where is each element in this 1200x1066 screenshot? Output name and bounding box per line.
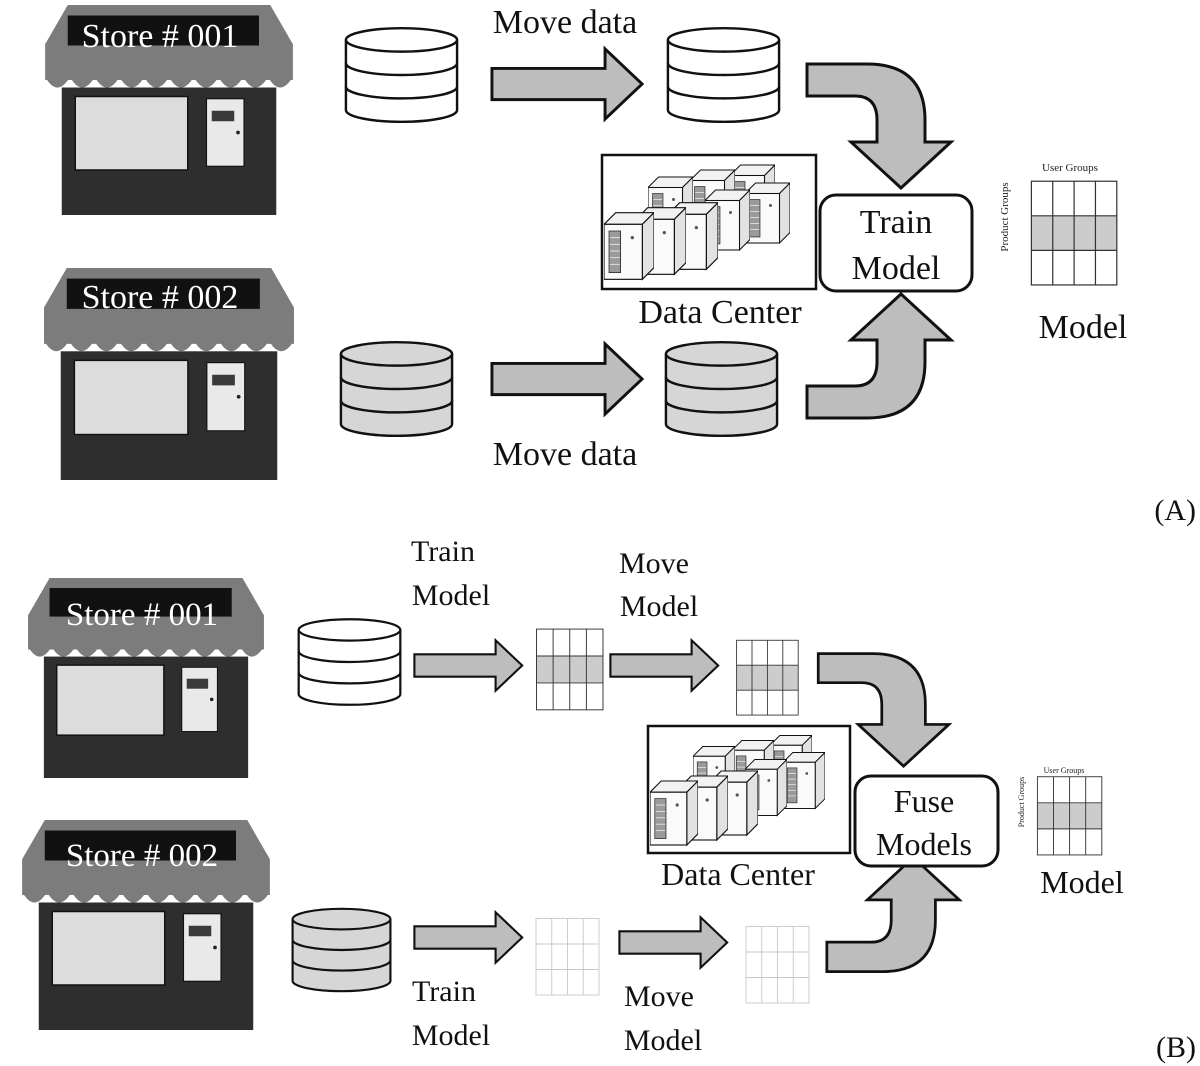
curved-arrow-up-b bbox=[825, 855, 961, 974]
model-grid-moved-top bbox=[736, 639, 799, 716]
store-001-database-icon-b bbox=[297, 618, 402, 706]
train-model-label-bottom-1: Train bbox=[412, 975, 476, 1008]
train-model-box bbox=[818, 193, 974, 293]
move-model-label-top-2: Model bbox=[620, 590, 698, 623]
model-grid-store-001 bbox=[535, 628, 604, 711]
grid-y-label-b: Product Groups bbox=[1017, 777, 1026, 827]
move-model-label-bottom-1: Move bbox=[624, 980, 694, 1013]
store-001-database-icon bbox=[344, 26, 459, 124]
model-label-a: Model bbox=[1039, 309, 1128, 346]
train-model-arrow-top bbox=[413, 638, 524, 693]
store-001-sign-b: Store # 001 bbox=[66, 597, 218, 633]
move-model-label-bottom-2: Model bbox=[624, 1024, 702, 1057]
move-data-label-top: Move data bbox=[493, 4, 637, 41]
store-002-database-icon-b bbox=[291, 907, 392, 993]
grid-x-label-b: User Groups bbox=[1044, 766, 1085, 775]
model-grid-moved-bottom bbox=[745, 925, 810, 1004]
model-grid-store-002 bbox=[535, 917, 600, 996]
fuse-models-box bbox=[853, 774, 1000, 868]
move-model-arrow-top bbox=[609, 638, 720, 693]
grid-y-label-a: Product Groups bbox=[999, 182, 1011, 251]
model-label-b: Model bbox=[1040, 864, 1124, 900]
move-data-label-bottom: Move data bbox=[493, 436, 637, 473]
data-center-label-a: Data Center bbox=[638, 294, 802, 331]
data-center-servers bbox=[600, 153, 818, 291]
move-data-arrow-bottom bbox=[490, 342, 644, 416]
data-center-servers-b bbox=[646, 724, 852, 855]
panel-b: Store # 001 Store # 002 Train Model Move… bbox=[21, 535, 1196, 1064]
panel-b-label: (B) bbox=[1156, 1031, 1196, 1064]
train-model-label-bottom-2: Model bbox=[412, 1019, 490, 1052]
store-002-sign: Store # 002 bbox=[82, 279, 239, 316]
data-center-database-icon bbox=[666, 26, 781, 124]
curved-arrow-up-a bbox=[805, 292, 953, 420]
store-002-sign-b: Store # 002 bbox=[66, 838, 218, 874]
move-data-arrow-top bbox=[490, 47, 644, 121]
grid-x-label-a: User Groups bbox=[1042, 162, 1098, 174]
move-model-arrow-bottom bbox=[618, 915, 729, 970]
data-center-database-icon-2 bbox=[664, 340, 779, 438]
train-model-line2: Model bbox=[852, 250, 941, 287]
curved-arrow-down-a bbox=[805, 62, 953, 190]
store-001-sign: Store # 001 bbox=[82, 18, 239, 55]
train-model-line1: Train bbox=[860, 204, 932, 241]
panel-a: Store # 001 Store # 002 Move data Move d… bbox=[43, 4, 1196, 527]
model-grid-a bbox=[1030, 180, 1118, 286]
data-center-label-b: Data Center bbox=[661, 856, 815, 892]
train-model-label-top-1: Train bbox=[411, 535, 475, 568]
move-model-label-top-1: Move bbox=[619, 547, 689, 580]
panel-a-label: (A) bbox=[1154, 494, 1196, 527]
fuse-models-line1: Fuse bbox=[894, 783, 954, 819]
store-002-database-icon bbox=[339, 340, 454, 438]
model-grid-fused bbox=[1036, 776, 1103, 856]
fuse-models-line2: Models bbox=[876, 826, 972, 862]
train-model-arrow-bottom bbox=[413, 910, 524, 965]
train-model-label-top-2: Model bbox=[412, 579, 490, 612]
